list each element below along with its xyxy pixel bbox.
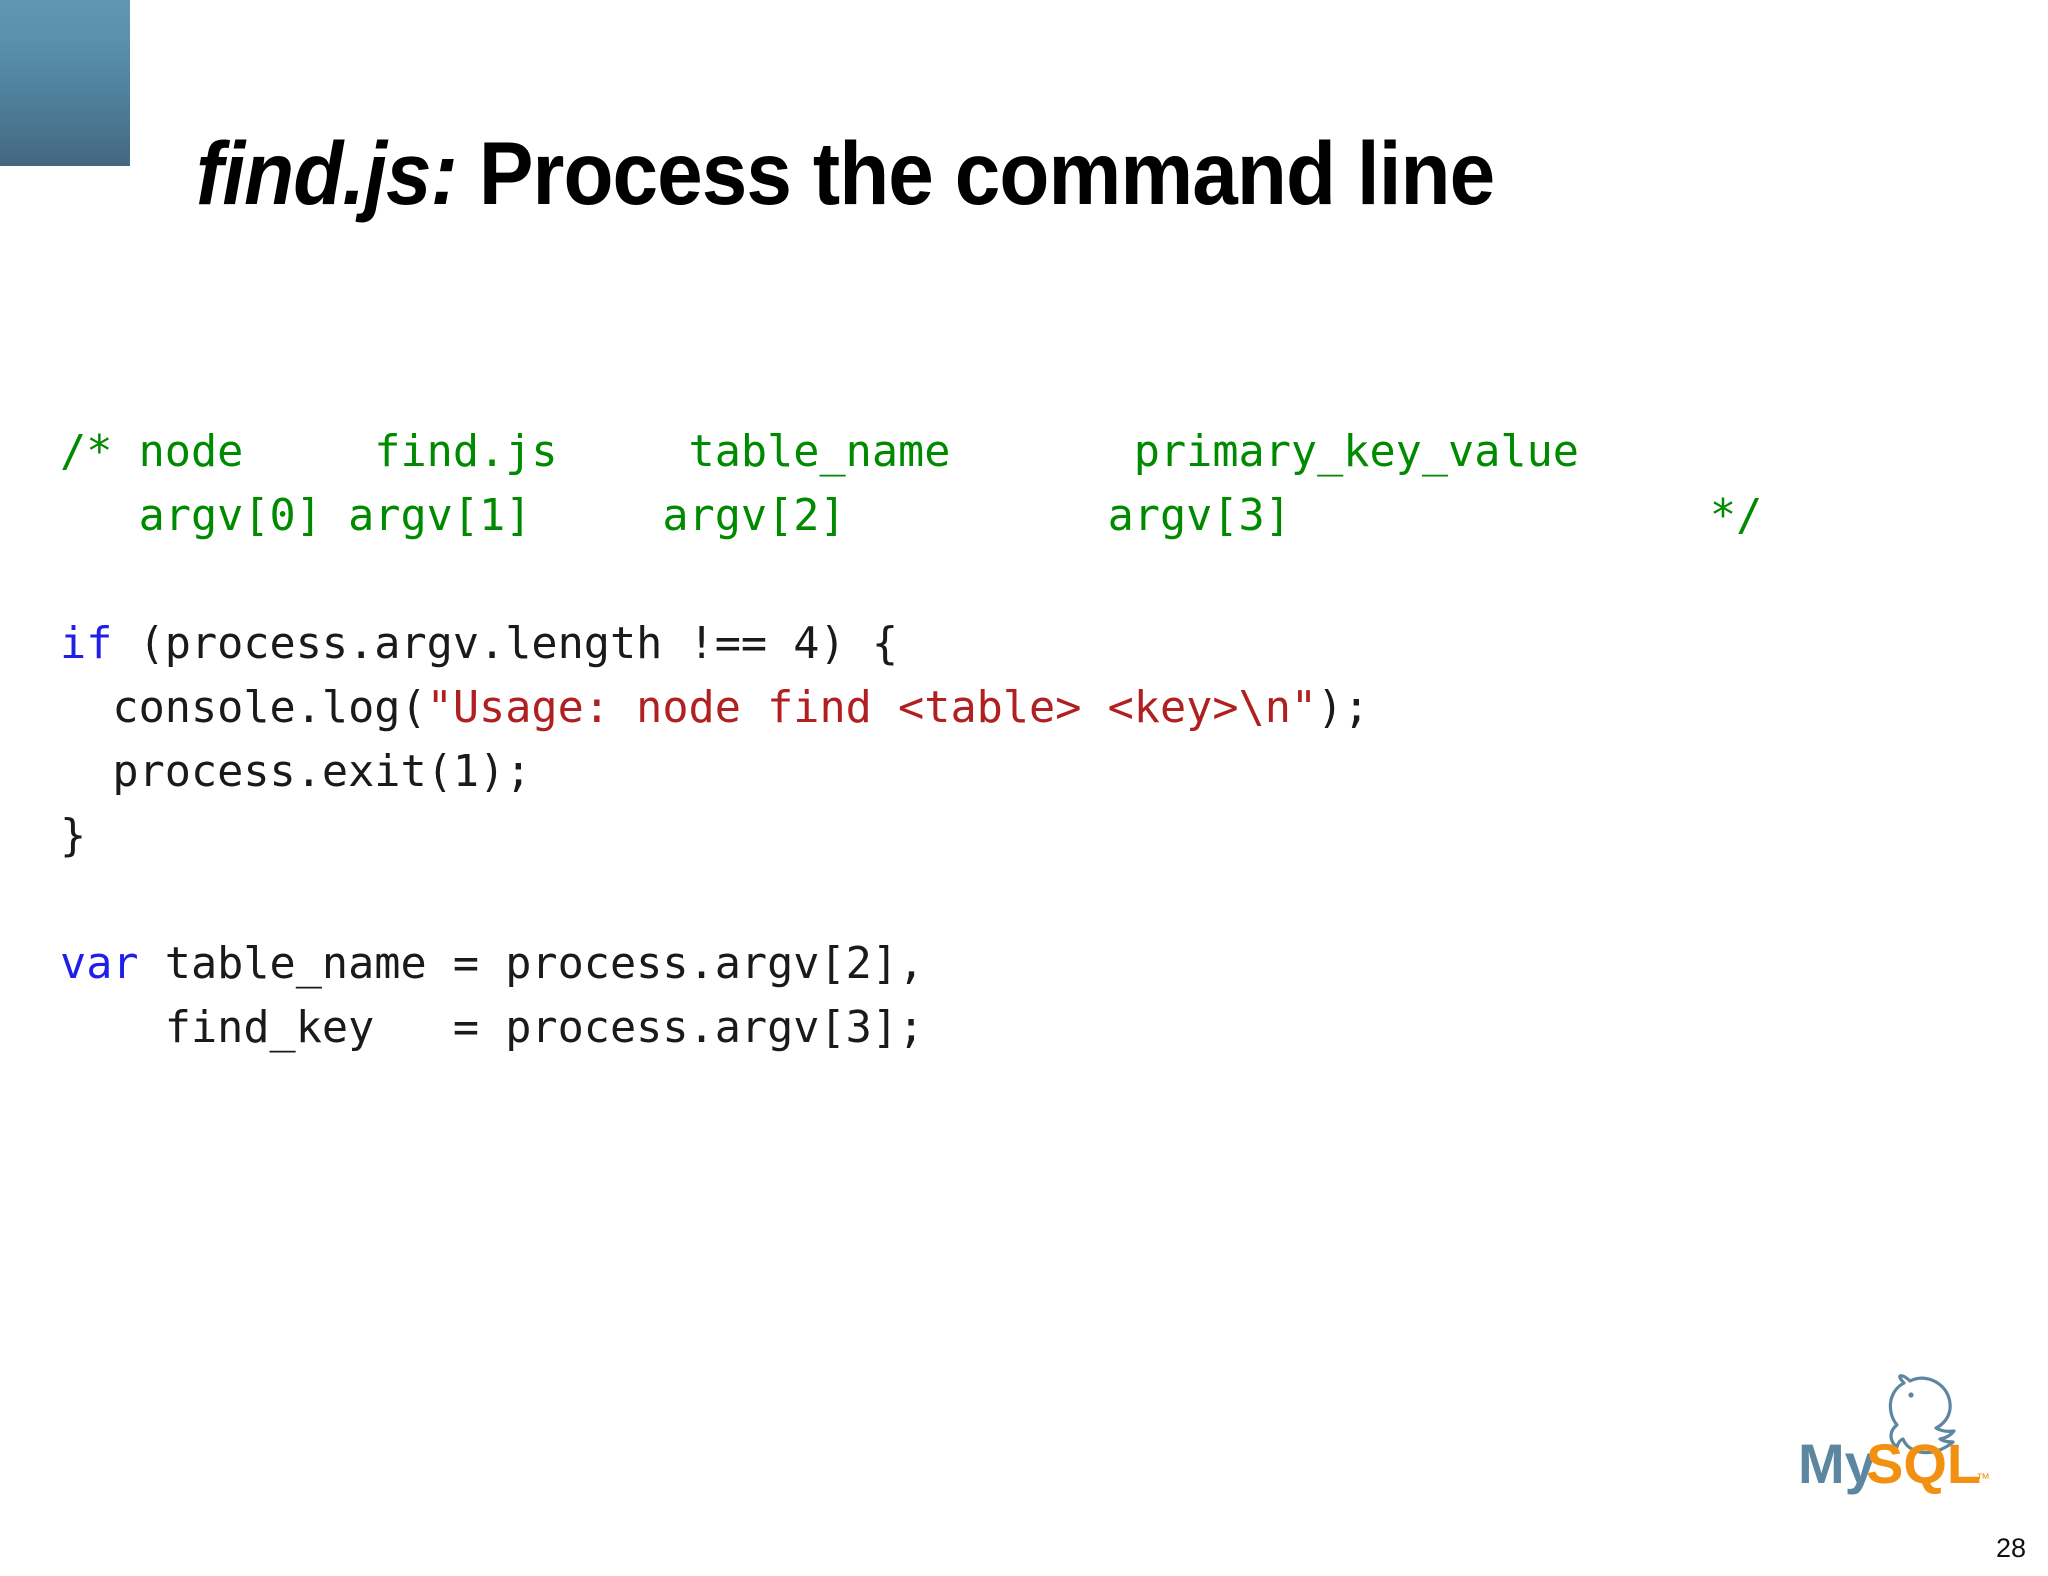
code-listing: /* node find.js table_name primary_key_v… xyxy=(60,420,1762,1060)
code-line: /* node find.js table_name primary_key_v… xyxy=(60,420,1762,484)
code-token: var xyxy=(60,939,139,989)
code-token: ); xyxy=(1317,683,1370,733)
code-token: } xyxy=(60,811,87,861)
code-line xyxy=(60,548,1762,612)
code-token: (process.argv.length !== 4) { xyxy=(112,619,899,669)
mysql-trademark: ™ xyxy=(1976,1470,1990,1486)
code-token: console.log( xyxy=(60,683,427,733)
corner-accent-block xyxy=(0,0,130,166)
code-token: argv[0] argv[1] argv[2] argv[3] */ xyxy=(60,491,1763,541)
code-line: console.log("Usage: node find <table> <k… xyxy=(60,676,1762,740)
code-token: /* node find.js table_name primary_key_v… xyxy=(60,427,1579,477)
page-title-rest: Process the command line xyxy=(456,122,1495,223)
code-line xyxy=(60,868,1762,932)
page-title: find.js: Process the command line xyxy=(196,122,1495,225)
code-line: if (process.argv.length !== 4) { xyxy=(60,612,1762,676)
code-line: var table_name = process.argv[2], xyxy=(60,932,1762,996)
page-number: 28 xyxy=(1995,1533,2026,1563)
code-token: table_name = process.argv[2], xyxy=(138,939,925,989)
code-line: } xyxy=(60,804,1762,868)
code-token: process.exit(1); xyxy=(60,747,532,797)
dolphin-icon xyxy=(1888,1374,1956,1455)
code-line: find_key = process.argv[3]; xyxy=(60,996,1762,1060)
code-token: "Usage: node find <table> <key>\n" xyxy=(426,683,1318,733)
mysql-logo: My SQL ™ xyxy=(1790,1355,1990,1515)
code-line: argv[0] argv[1] argv[2] argv[3] */ xyxy=(60,484,1763,548)
code-line: process.exit(1); xyxy=(60,740,1762,804)
code-token: find_key = process.argv[3]; xyxy=(60,1003,925,1053)
mysql-word-my: My xyxy=(1798,1432,1876,1495)
code-token: if xyxy=(60,619,113,669)
mysql-word-sql: SQL xyxy=(1866,1432,1981,1495)
page-title-emphasis: find.js: xyxy=(196,122,458,223)
